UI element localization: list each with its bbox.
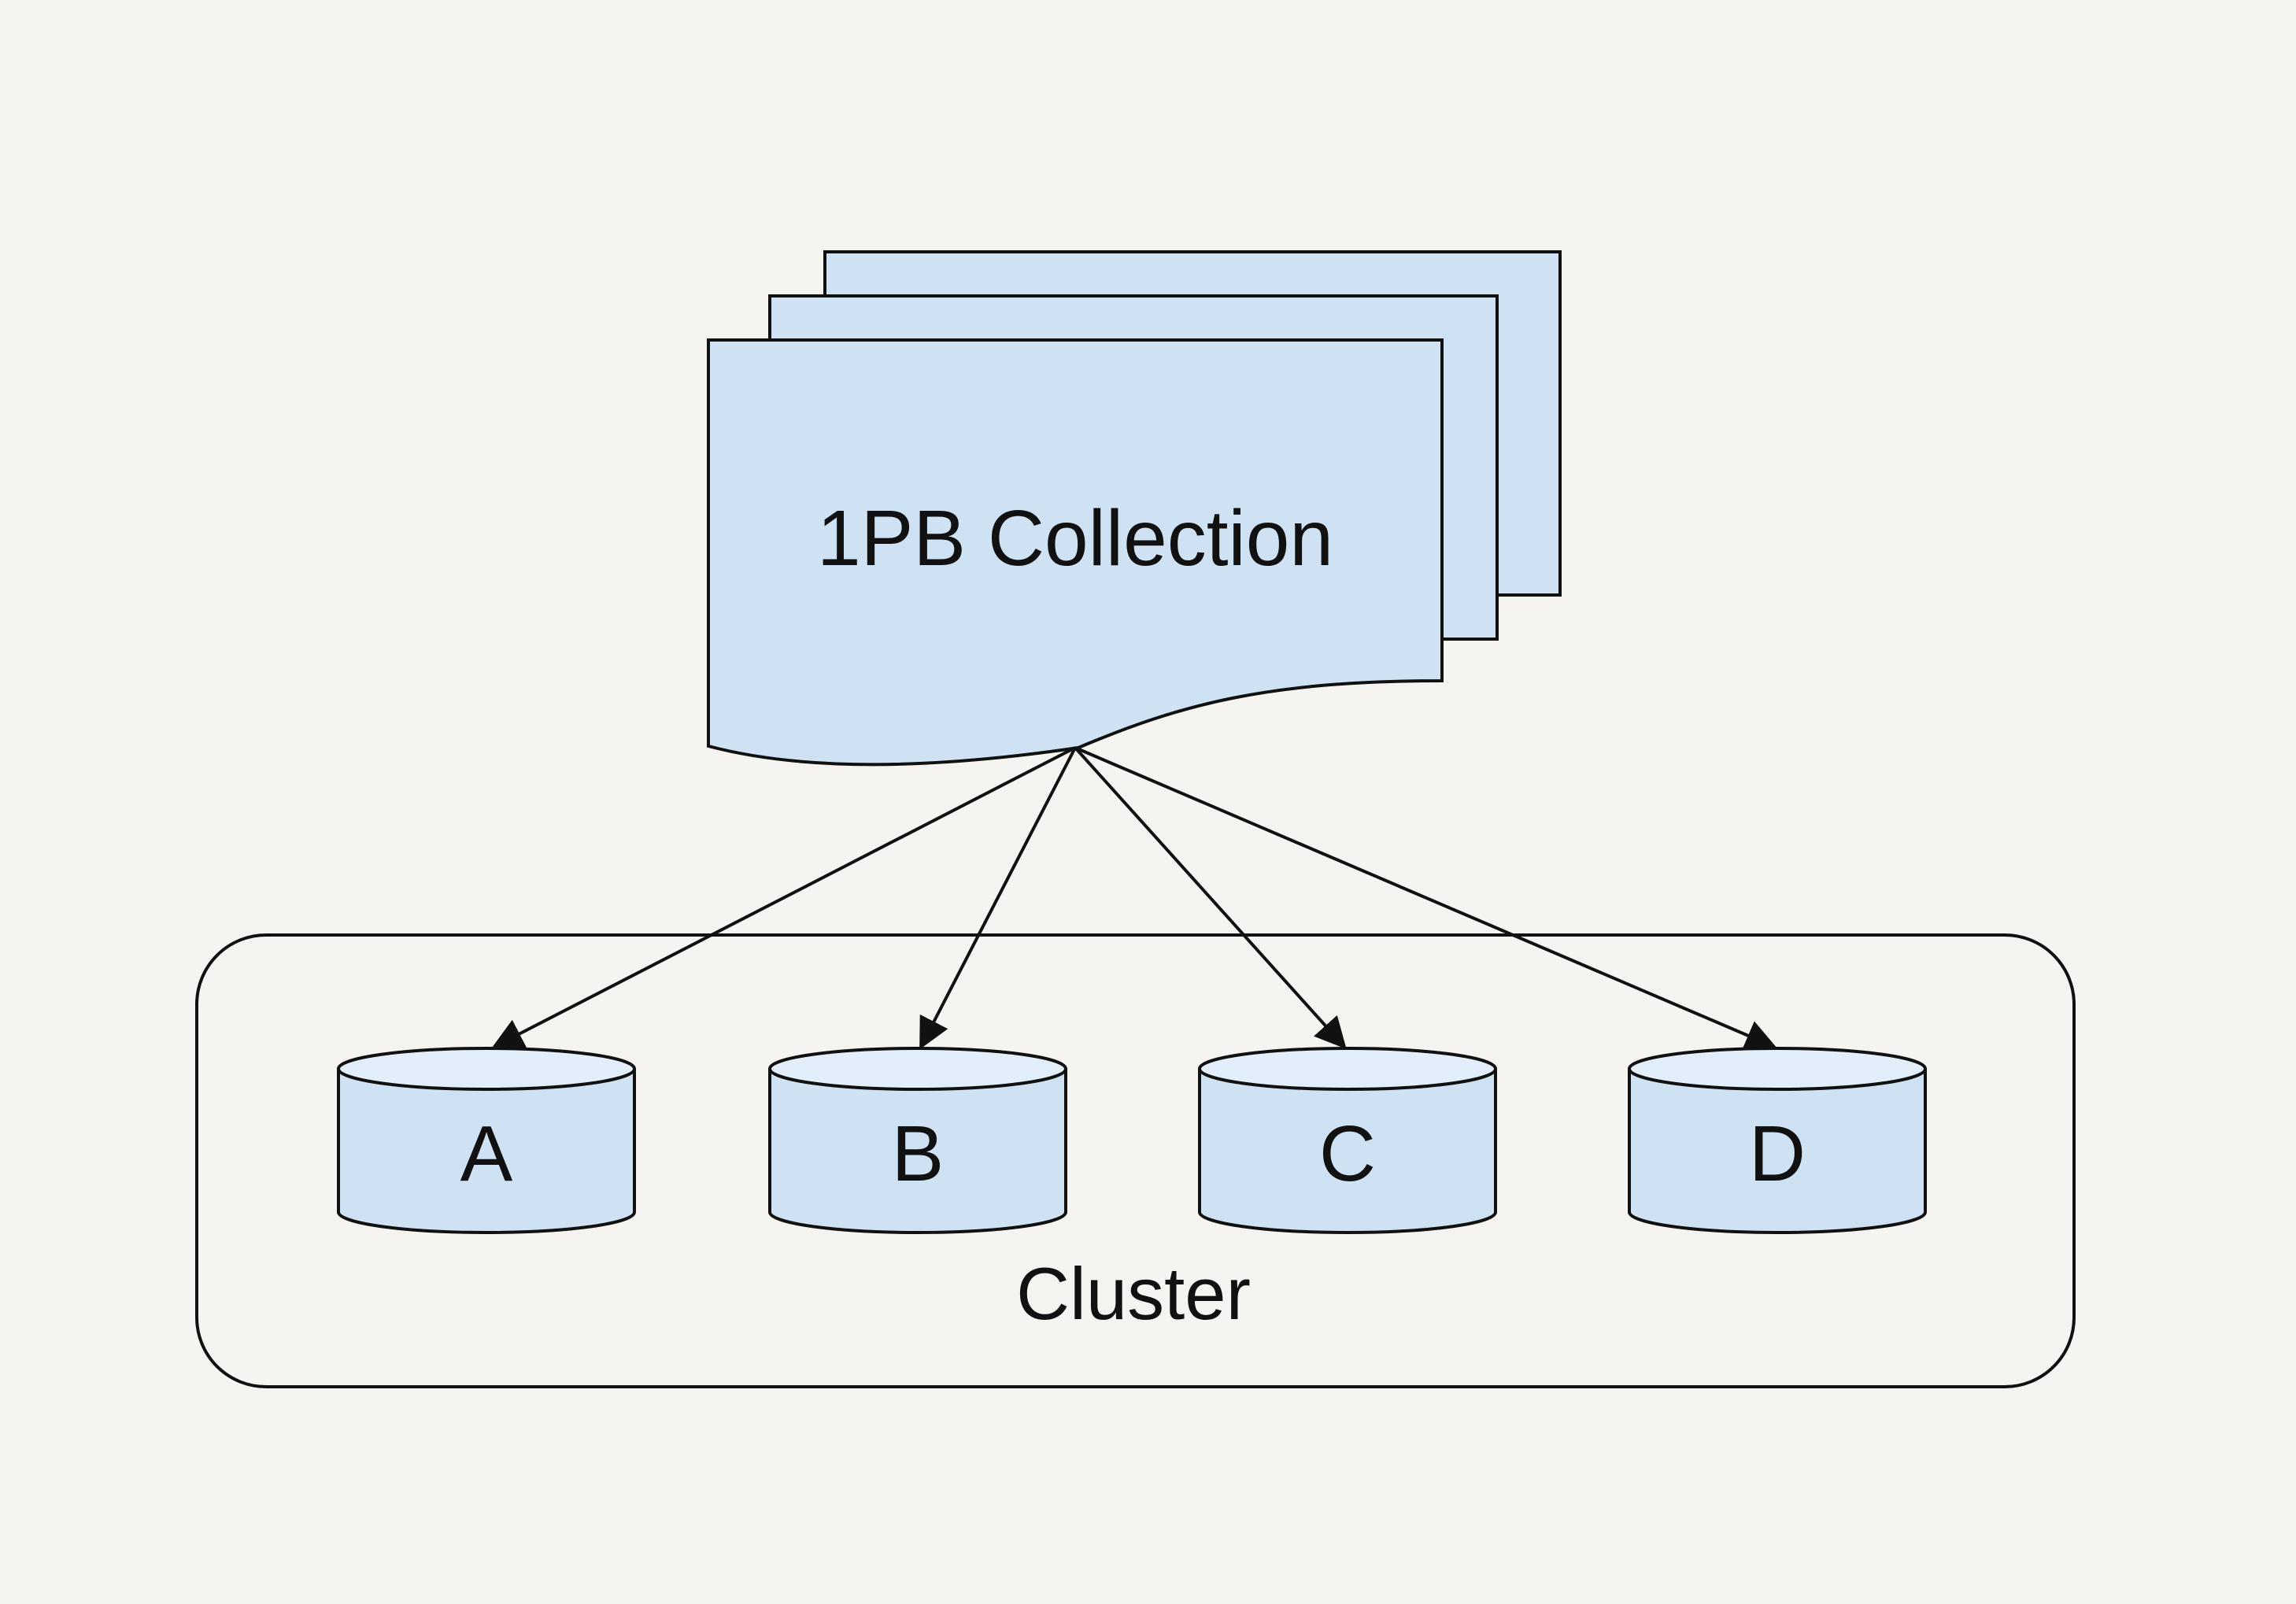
database-icon — [1198, 1069, 1497, 1234]
arrow-to-d — [1074, 746, 1777, 1051]
database-top — [1198, 1047, 1497, 1091]
database-icon — [768, 1069, 1067, 1234]
arrow-to-b — [919, 747, 1077, 1050]
database-node-label: C — [1319, 1110, 1376, 1198]
database-node-a: A — [337, 1047, 636, 1234]
database-node-label: D — [1749, 1110, 1806, 1198]
collection-document-stack — [707, 250, 1562, 767]
database-node-d: D — [1628, 1047, 1927, 1234]
database-node-c: C — [1198, 1047, 1497, 1234]
arrow-to-c — [1074, 746, 1347, 1049]
database-icon — [1628, 1069, 1927, 1234]
database-node-b: B — [768, 1047, 1067, 1234]
database-node-label: A — [460, 1110, 513, 1198]
database-node-label: B — [892, 1110, 945, 1198]
database-icon — [337, 1069, 636, 1234]
collection-label: 1PB Collection — [817, 494, 1333, 582]
database-top — [1628, 1047, 1927, 1091]
arrow-to-a — [491, 746, 1076, 1048]
distribution-arrows — [491, 746, 1777, 1051]
cluster-label: Cluster — [1016, 1252, 1251, 1335]
cluster-container — [195, 933, 2076, 1388]
database-top — [768, 1047, 1067, 1091]
database-top — [337, 1047, 636, 1091]
